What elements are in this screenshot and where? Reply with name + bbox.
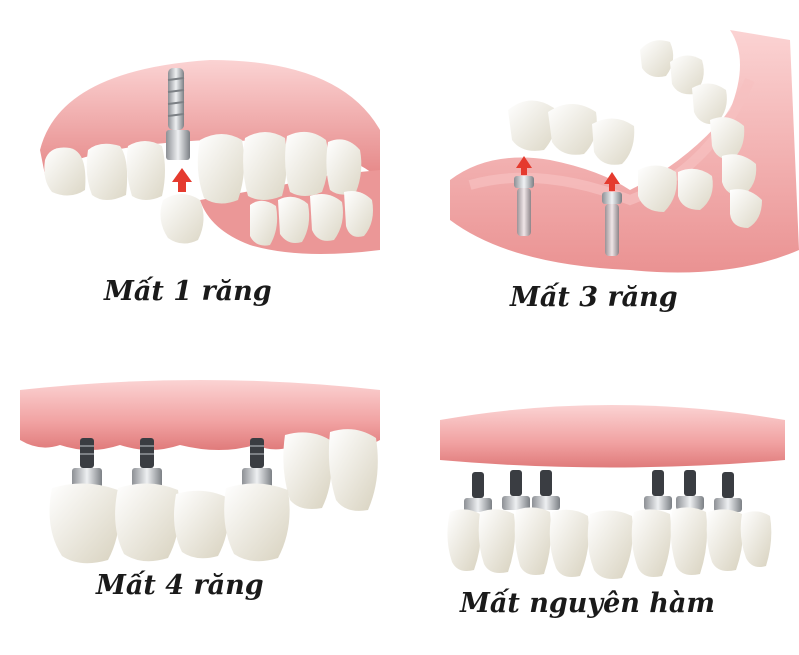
arrow-left — [516, 156, 532, 175]
full-teeth-row — [447, 507, 772, 579]
lower-teeth — [250, 191, 373, 246]
upper-teeth — [44, 131, 362, 204]
panel-four-teeth: Mất 4 răng — [0, 360, 400, 655]
implant-left — [514, 176, 534, 236]
arrow-right — [604, 172, 620, 191]
implant-post-1 — [72, 438, 102, 488]
implant-post-3 — [242, 438, 272, 488]
caption-three-teeth: Mất 3 răng — [510, 282, 678, 313]
implant-screw — [166, 68, 190, 160]
three-teeth-illustration — [450, 30, 799, 273]
bridge-crowns — [508, 100, 635, 165]
gum-band — [20, 380, 380, 450]
placement-arrow — [172, 168, 192, 192]
full-jaw-illustration — [440, 405, 785, 579]
panel-three-teeth: Mất 3 răng — [430, 0, 799, 320]
implant-right — [602, 192, 622, 256]
implant-post-2 — [132, 438, 162, 488]
lower-jaw-gum — [450, 30, 799, 273]
panel-full-jaw: Mất nguyên hàm — [430, 380, 799, 655]
natural-tooth — [328, 429, 378, 511]
arch-teeth — [638, 40, 762, 228]
caption-four-teeth: Mất 4 răng — [96, 570, 264, 601]
panel-single-tooth: Mất 1 răng — [0, 0, 400, 320]
upper-gum — [40, 60, 380, 180]
four-teeth-illustration — [20, 380, 380, 564]
crown — [160, 194, 204, 244]
single-tooth-illustration — [40, 60, 380, 254]
caption-full-jaw: Mất nguyên hàm — [460, 588, 715, 619]
full-gum-arch — [440, 405, 785, 468]
bridge-crowns — [49, 483, 290, 564]
caption-single-tooth: Mất 1 răng — [104, 276, 272, 307]
implant-posts — [464, 470, 742, 512]
natural-tooth — [283, 432, 332, 509]
